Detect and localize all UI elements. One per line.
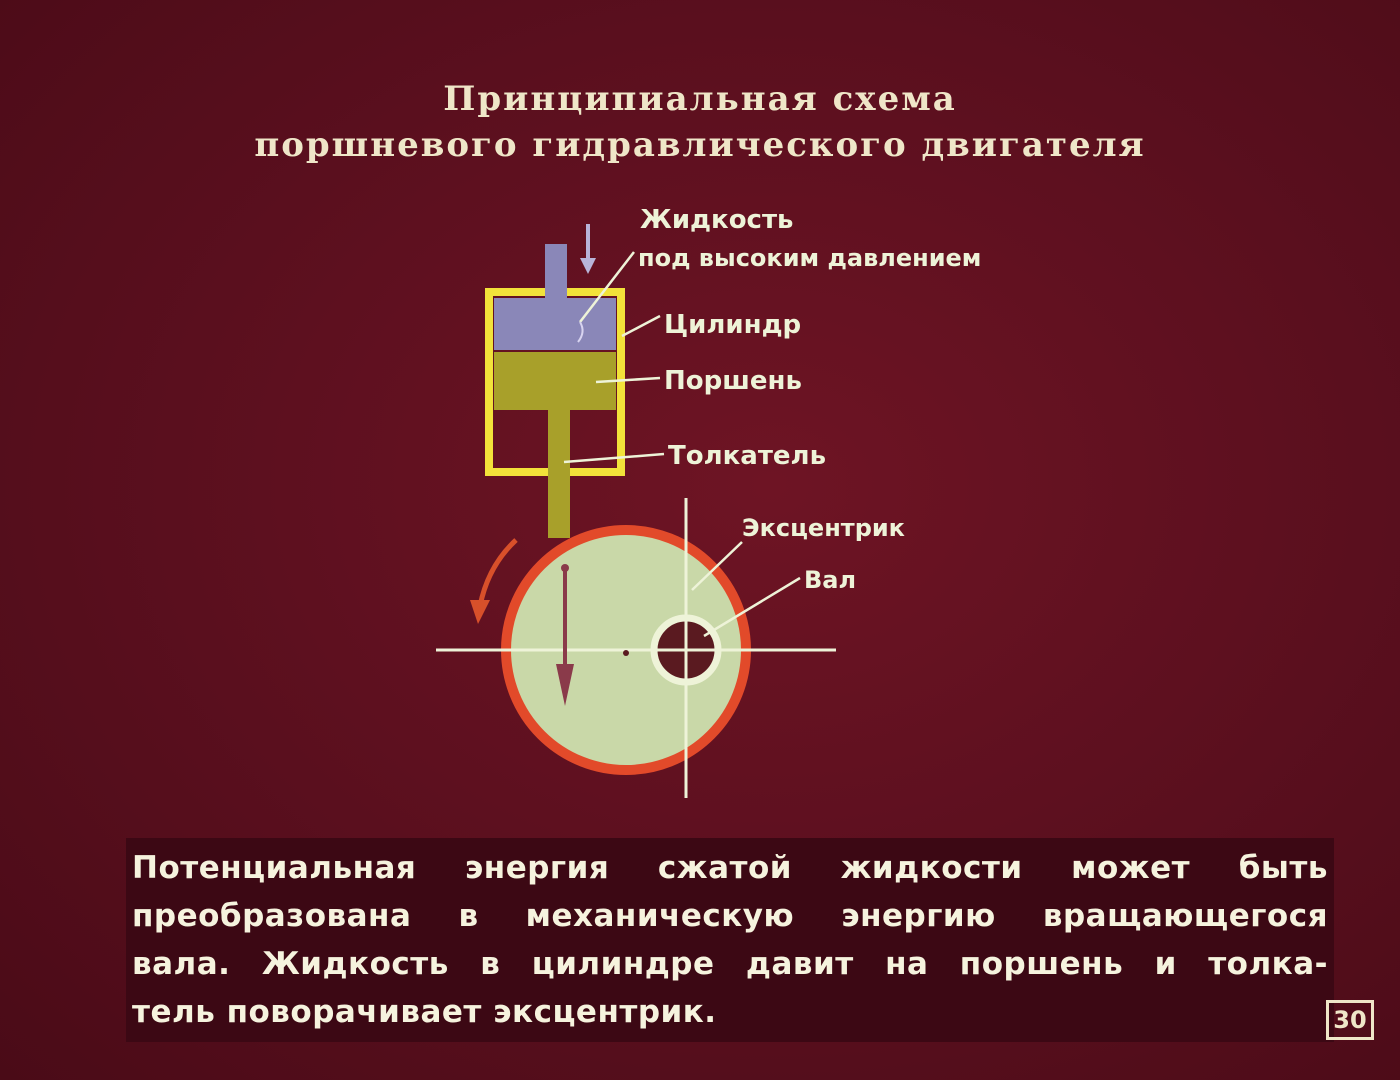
label-shaft: Вал <box>804 566 856 594</box>
label-fluid-line-1: Жидкость <box>640 205 793 235</box>
inflow-arrow-icon <box>580 224 596 274</box>
leader-fluid <box>579 251 635 323</box>
force-arrow-icon <box>556 564 574 706</box>
piston <box>494 352 616 410</box>
caption-line-4: тель поворачивает эксцентрик. <box>132 994 717 1030</box>
label-pusher: Толкатель <box>668 441 826 471</box>
label-cylinder: Цилиндр <box>664 310 801 340</box>
leader-piston <box>595 376 661 384</box>
inlet-pipe <box>545 244 567 300</box>
caption-text: Потенциальная энергия сжатой жидкости мо… <box>126 838 1334 1042</box>
caption-line-3: вала. Жидкость в цилиндре давит на порше… <box>132 946 1328 982</box>
leader-cylinder <box>621 314 661 338</box>
title-line-2: поршневого гидравлического двигателя <box>254 125 1146 165</box>
leader-eccentric <box>691 541 743 591</box>
rotation-arrow-icon <box>470 538 518 624</box>
fluid-chamber <box>494 298 616 350</box>
leader-shaft <box>703 576 801 638</box>
leader-pusher <box>563 452 665 464</box>
caption-line-1: Потенциальная энергия сжатой жидкости мо… <box>132 850 1328 886</box>
label-fluid-line-2: под высоким давлением <box>638 244 981 272</box>
leader-fluid-hook <box>577 321 584 343</box>
caption-line-2: преобразована в механическую энергию вра… <box>132 898 1328 934</box>
slide-number: 30 <box>1326 1000 1374 1040</box>
disc-center-dot <box>623 650 629 656</box>
label-eccentric: Эксцентрик <box>742 514 905 542</box>
label-piston: Поршень <box>664 366 802 396</box>
pusher-rod <box>548 410 570 538</box>
title-line-1: Принципиальная схема <box>443 79 957 119</box>
